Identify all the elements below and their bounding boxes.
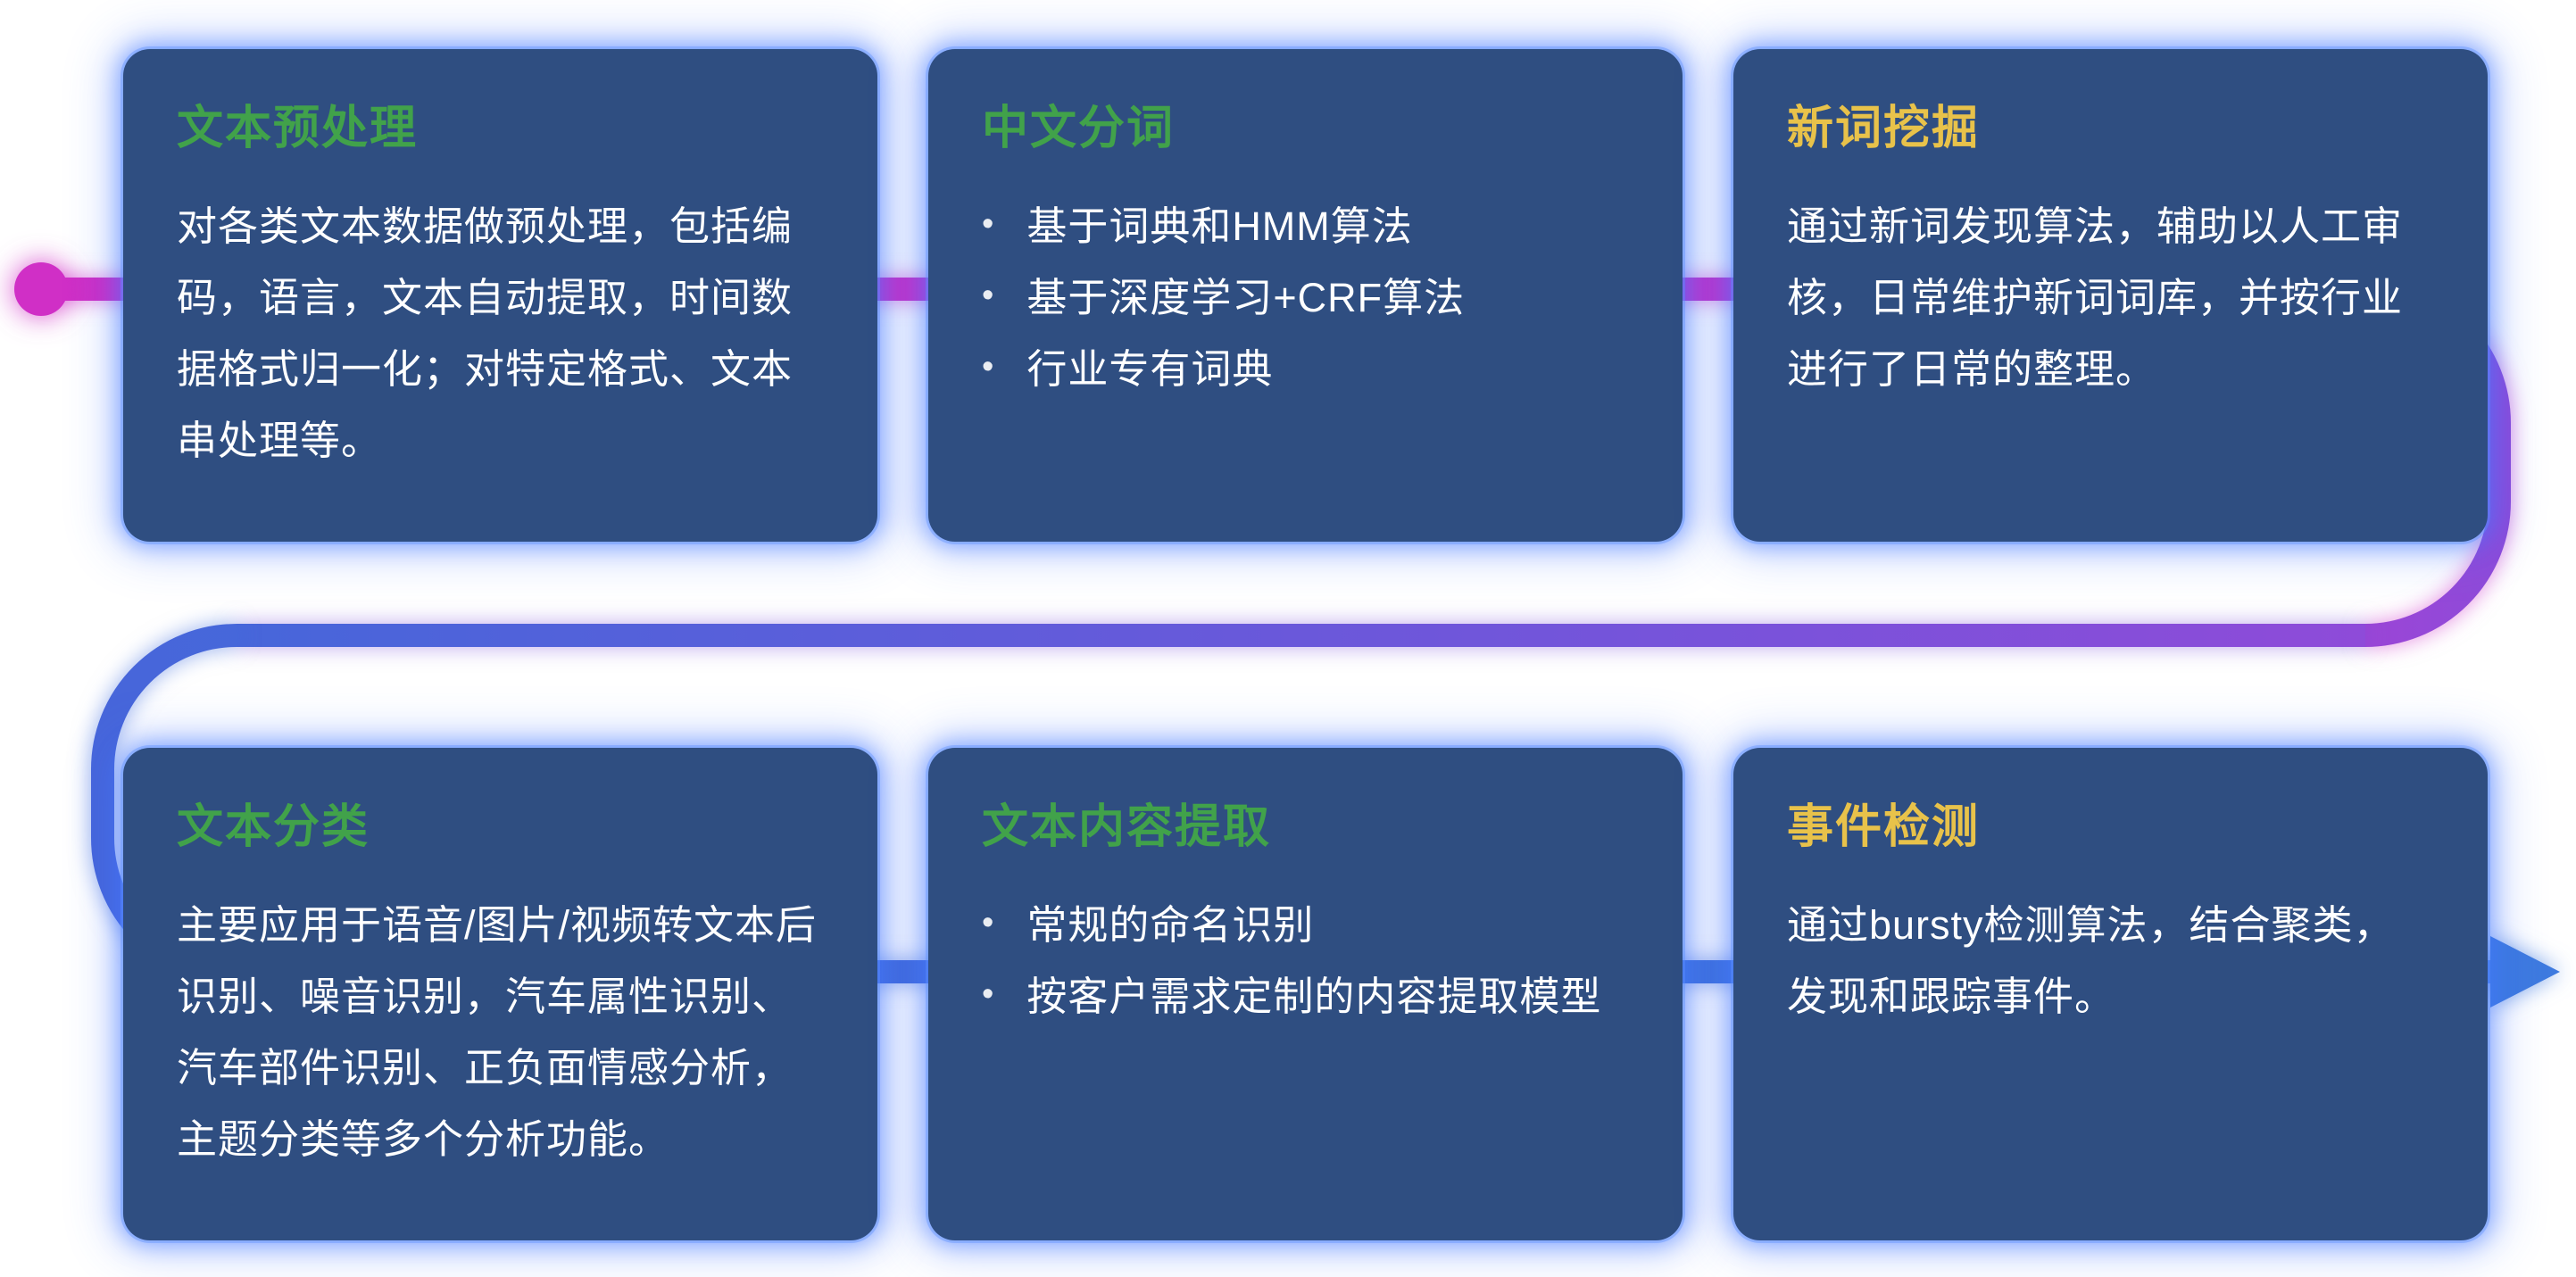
bullet-item: • 常规的命名识别 xyxy=(982,890,1629,961)
bullet-list: • 常规的命名识别 • 按客户需求定制的内容提取模型 xyxy=(982,890,1629,1032)
card-body: 通过新词发现算法，辅助以人工审核，日常维护新词词库，并按行业进行了日常的整理。 xyxy=(1787,203,2404,393)
bullet-text: 基于深度学习+CRF算法 xyxy=(1026,275,1466,321)
bullet-text: 按客户需求定制的内容提取模型 xyxy=(1026,974,1602,1020)
bullet-item: • 按客户需求定制的内容提取模型 xyxy=(982,961,1629,1032)
card-content-extraction: 文本内容提取 • 常规的命名识别 • 按客户需求定制的内容提取模型 xyxy=(928,748,1683,1240)
card-title: 文本内容提取 xyxy=(982,801,1272,853)
card-title: 事件检测 xyxy=(1787,801,1981,853)
bullet-icon: • xyxy=(982,205,995,243)
card-title: 新词挖掘 xyxy=(1787,103,1981,154)
flow-end-arrow-icon xyxy=(2490,936,2560,1008)
card-body: 通过bursty检测算法，结合聚类，发现和跟踪事件。 xyxy=(1787,902,2395,1020)
card-body: 主要应用于语音/图片/视频转文本后识别、噪音识别，汽车属性识别、汽车部件识别、正… xyxy=(177,902,818,1163)
card-title: 文本分类 xyxy=(177,801,370,853)
bullet-text: 基于词典和HMM算法 xyxy=(1026,203,1413,249)
card-title: 中文分词 xyxy=(982,103,1176,154)
card-body: 对各类文本数据做预处理，包括编码，语言，文本自动提取，时间数据格式归一化；对特定… xyxy=(177,203,794,464)
bullet-item: • 基于词典和HMM算法 xyxy=(982,191,1629,262)
bullet-list: • 基于词典和HMM算法 • 基于深度学习+CRF算法 • 行业专有词典 xyxy=(982,191,1629,405)
bullet-icon: • xyxy=(982,904,995,941)
card-event-detection: 事件检测 通过bursty检测算法，结合聚类，发现和跟踪事件。 xyxy=(1733,748,2488,1240)
bullet-text: 行业专有词典 xyxy=(1026,346,1274,393)
bullet-item: • 基于深度学习+CRF算法 xyxy=(982,262,1629,334)
card-new-word-mining: 新词挖掘 通过新词发现算法，辅助以人工审核，日常维护新词词库，并按行业进行了日常… xyxy=(1733,49,2488,542)
bullet-icon: • xyxy=(982,348,995,386)
bullet-icon: • xyxy=(982,277,995,315)
bullet-text: 常规的命名识别 xyxy=(1026,902,1315,948)
card-text-preprocessing: 文本预处理 对各类文本数据做预处理，包括编码，语言，文本自动提取，时间数据格式归… xyxy=(123,49,877,542)
bullet-item: • 行业专有词典 xyxy=(982,334,1629,405)
bullet-icon: • xyxy=(982,975,995,1014)
card-title: 文本预处理 xyxy=(177,103,419,154)
flow-start-dot-icon xyxy=(14,262,68,316)
card-text-classification: 文本分类 主要应用于语音/图片/视频转文本后识别、噪音识别，汽车属性识别、汽车部… xyxy=(123,748,877,1240)
card-word-segmentation: 中文分词 • 基于词典和HMM算法 • 基于深度学习+CRF算法 • 行业专有词… xyxy=(928,49,1683,542)
